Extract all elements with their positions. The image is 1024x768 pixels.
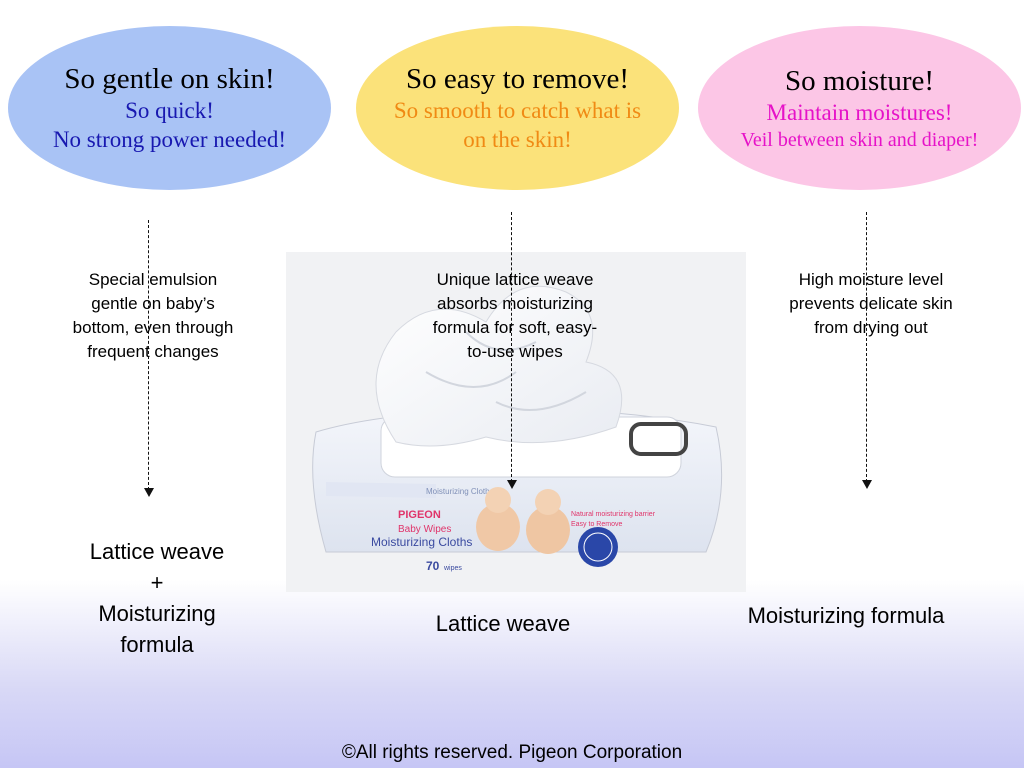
wipe-sheet: [375, 285, 623, 447]
product-image: Moisturizing Cloths PIGEON Baby Wipes Mo…: [286, 252, 746, 592]
dashed-arrow-center: [511, 212, 512, 482]
copyright-footer: ©All rights reserved. Pigeon Corporation: [341, 742, 683, 763]
arrowhead-right: [862, 480, 872, 489]
result-right: Moisturizing formula: [747, 603, 945, 628]
result-line: Moisturizing: [98, 601, 216, 626]
result-line: +: [150, 570, 164, 595]
description-line: bottom, even through: [72, 318, 234, 337]
baby-head-left: [485, 487, 511, 513]
description-line: to-use wipes: [467, 342, 563, 361]
description-line: from drying out: [814, 318, 928, 337]
wipe-count-unit: wipes: [443, 565, 462, 572]
feature-note: Natural moisturizing barrier: [571, 511, 656, 518]
dashed-arrow-right: [866, 212, 867, 482]
result-center: Lattice weave: [435, 611, 571, 636]
result-line: Lattice weave: [89, 539, 225, 564]
description-line: formula for soft, easy-: [432, 318, 598, 337]
description-right: High moisture level prevents delicate sk…: [762, 268, 980, 340]
baby-figure-left: [476, 503, 520, 551]
arrowhead-left: [144, 488, 154, 497]
description-line: Special emulsion: [88, 270, 218, 289]
description-line: absorbs moisturizing: [437, 294, 593, 313]
benefit-title: So moisture!: [784, 65, 935, 97]
description-left: Special emulsion gentle on baby’s bottom…: [53, 268, 253, 364]
description-line: frequent changes: [87, 342, 219, 361]
benefit-title: So gentle on skin!: [64, 63, 275, 96]
benefit-title: So easy to remove!: [405, 63, 630, 96]
benefit-line: No strong power needed!: [52, 127, 287, 153]
wipe-folds: [425, 331, 587, 411]
dashed-arrow-left: [148, 220, 149, 490]
result-line: formula: [120, 632, 194, 657]
result-left: Lattice weave + Moisturizing formula: [57, 536, 257, 660]
benefit-line: Maintain moistures!: [766, 100, 953, 126]
wipe-count: 70: [426, 559, 440, 573]
product-name: Moisturizing Cloths: [371, 535, 472, 549]
benefit-ellipse-gentle: So gentle on skin! So quick! No strong p…: [8, 26, 331, 190]
package-strip: [326, 482, 436, 498]
feature-note-2: Easy to Remove: [571, 521, 622, 528]
description-line: prevents delicate skin: [789, 294, 953, 313]
description-center: Unique lattice weave absorbs moisturizin…: [410, 268, 620, 364]
benefit-line: So smooth to catch what is: [393, 98, 642, 124]
benefit-line: Veil between skin and diaper!: [740, 129, 979, 151]
brand-logo: PIGEON: [398, 509, 441, 521]
description-line: High moisture level: [798, 270, 944, 289]
product-line: Baby Wipes: [398, 524, 451, 535]
description-line: Unique lattice weave: [436, 270, 594, 289]
benefit-line: So quick!: [125, 98, 214, 124]
baby-figure-right: [526, 506, 570, 554]
baby-head-right: [535, 489, 561, 515]
benefit-ellipse-easy: So easy to remove! So smooth to catch wh…: [356, 26, 679, 190]
benefit-ellipse-moisture: So moisture! Maintain moistures! Veil be…: [698, 26, 1021, 190]
lid-tab: [629, 422, 688, 456]
arrowhead-center: [507, 480, 517, 489]
strip-text: Moisturizing Cloths: [426, 487, 494, 496]
badge-seal-ring: [583, 532, 613, 562]
description-line: gentle on baby’s: [91, 294, 215, 313]
benefit-line: on the skin!: [463, 127, 572, 153]
